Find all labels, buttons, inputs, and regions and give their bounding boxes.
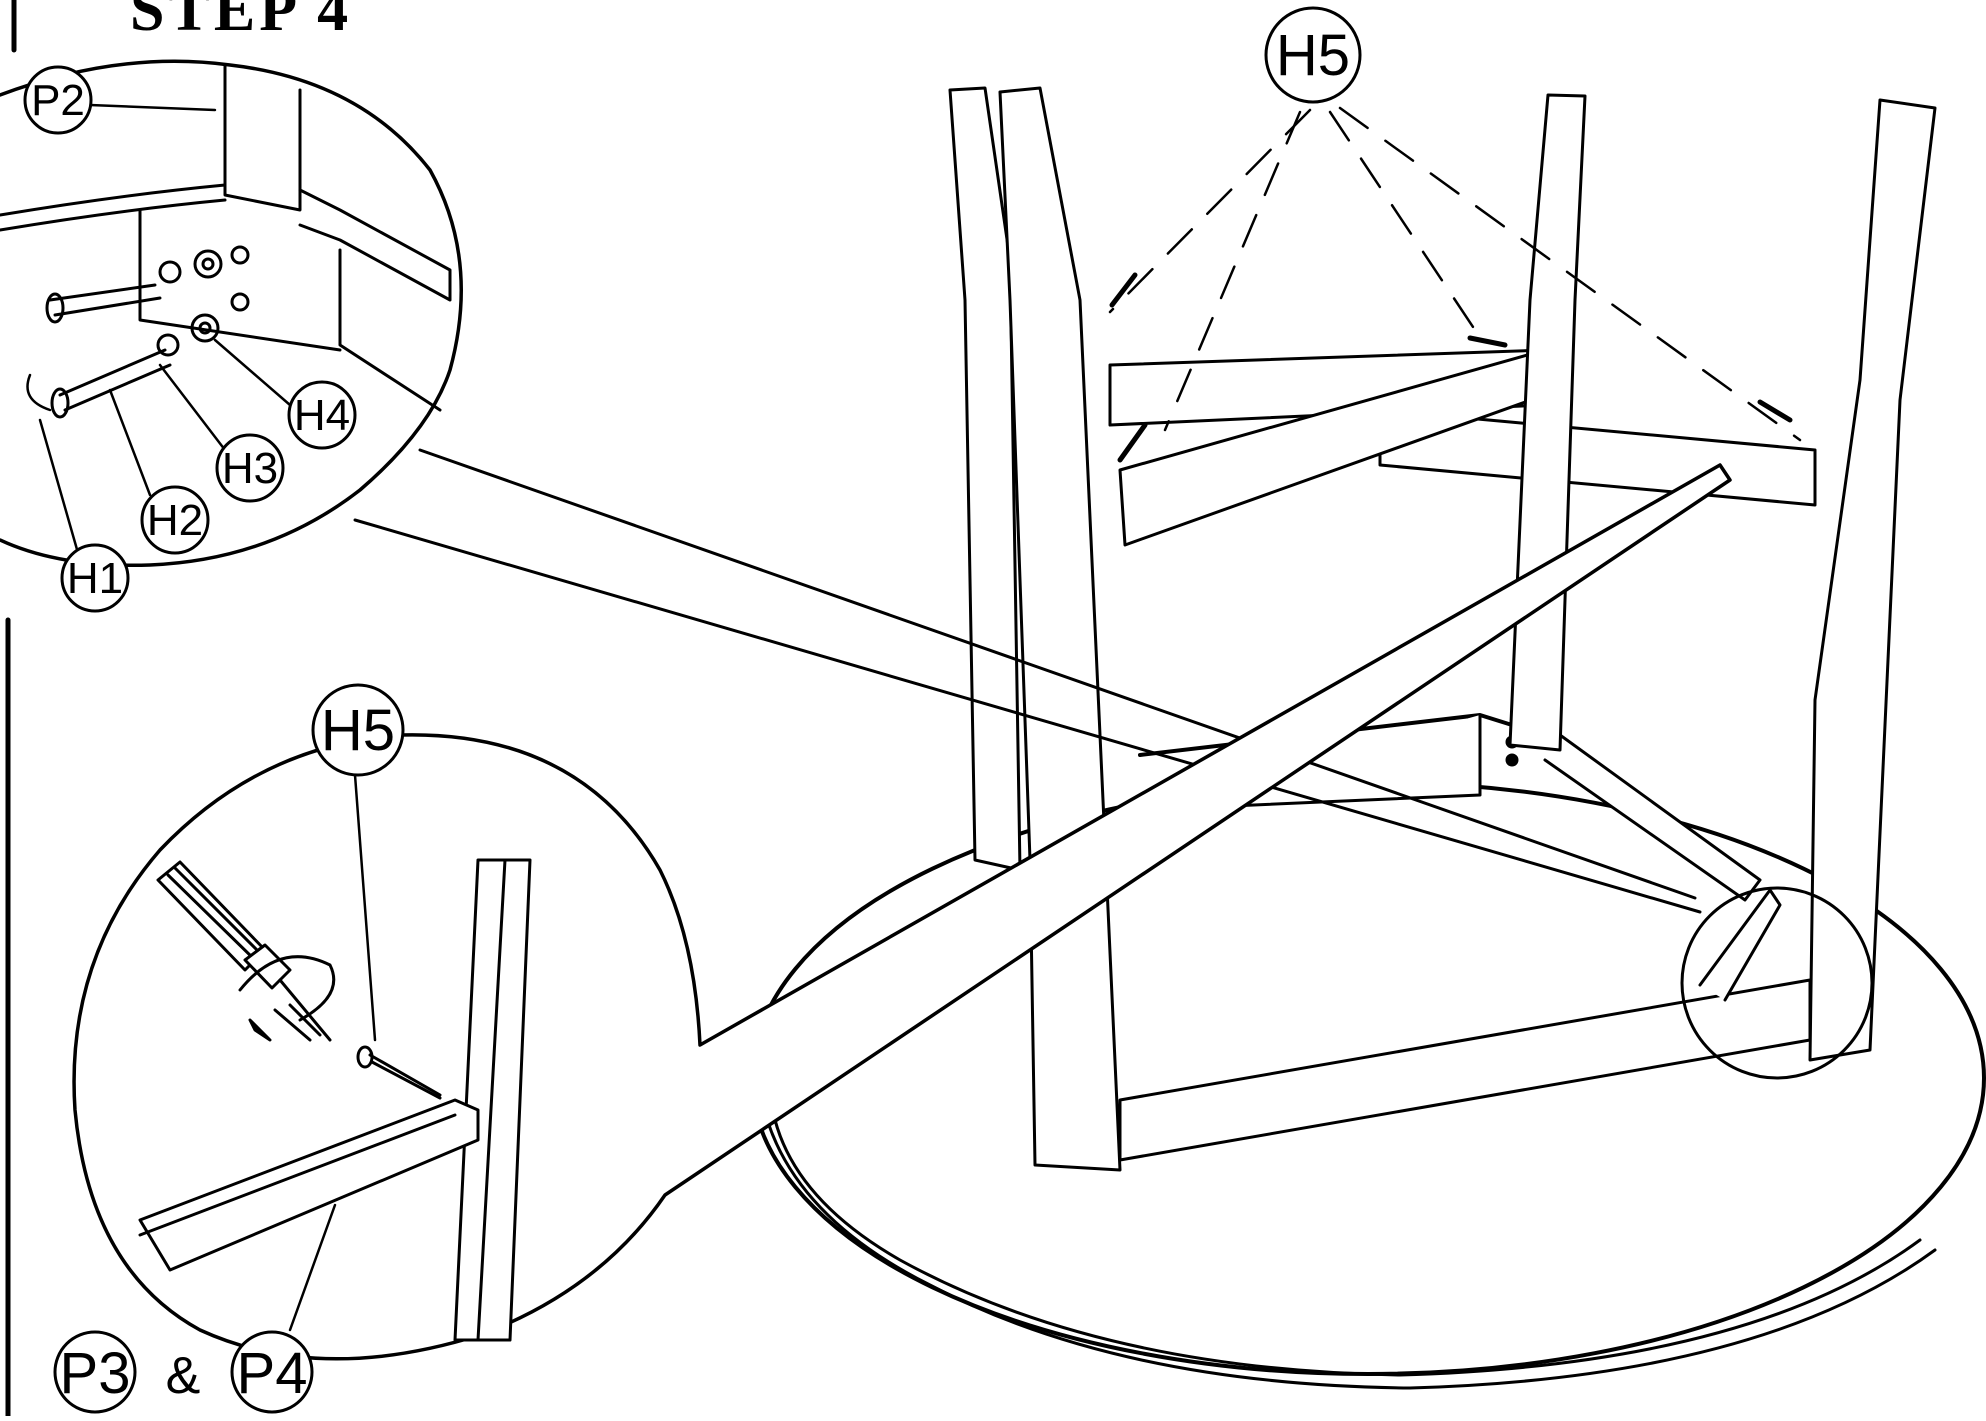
svg-text:H4: H4 xyxy=(294,391,350,440)
svg-text:H3: H3 xyxy=(222,444,278,493)
h5-callout-top: H5 xyxy=(1108,6,1802,442)
svg-text:H1: H1 xyxy=(67,554,123,603)
step-title: STEP 4 xyxy=(130,0,352,44)
svg-text:P2: P2 xyxy=(31,76,85,125)
p2-label: P2 xyxy=(23,65,93,135)
p3-p4-labels: P3 & P4 xyxy=(53,1330,314,1414)
screw-markers xyxy=(1109,272,1793,463)
p3-label: P3 xyxy=(60,1341,131,1406)
screw-detail-bubble: H5 xyxy=(72,463,1732,1361)
h1-label: H1 xyxy=(60,543,130,613)
ampersand: & xyxy=(166,1347,201,1405)
svg-text:H5: H5 xyxy=(1276,23,1350,88)
page-border xyxy=(5,0,17,1419)
h3-label: H3 xyxy=(215,433,285,503)
p4-label: P4 xyxy=(237,1341,308,1406)
zoom-lines-top xyxy=(353,448,1702,914)
bolt-detail-bubble: P2 H4 H3 H2 H1 xyxy=(0,59,463,613)
svg-text:H5: H5 xyxy=(321,698,395,763)
h2-label: H2 xyxy=(140,485,210,555)
h4-label: H4 xyxy=(287,380,357,450)
svg-text:H2: H2 xyxy=(147,496,203,545)
detail-reference-circle xyxy=(1680,886,1874,1080)
h5-detail-label: H5 xyxy=(311,683,405,777)
